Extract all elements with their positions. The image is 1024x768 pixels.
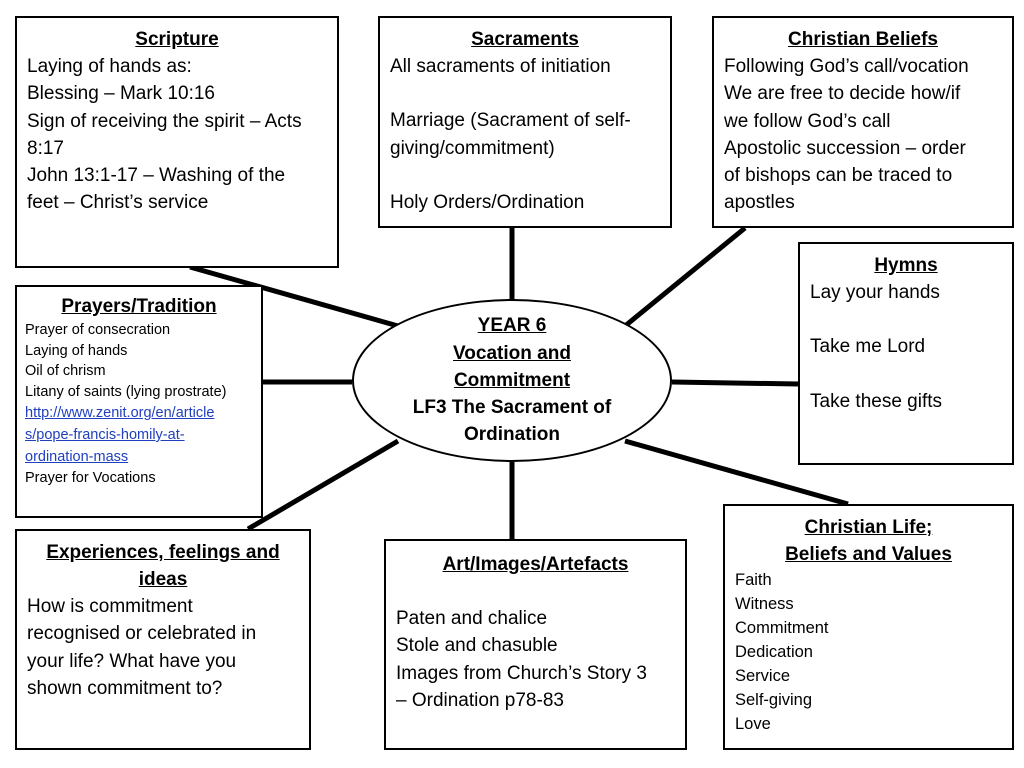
experiences-heading-line: ideas — [138, 569, 188, 590]
center-topic-ellipse: YEAR 6 Vocation and Commitment LF3 The S… — [352, 299, 672, 462]
experiences-line: recognised or celebrated in — [27, 623, 257, 645]
sacraments-line: Holy Orders/Ordination — [390, 191, 585, 213]
art-line: Stole and chasuble — [396, 635, 558, 657]
scripture-line: John 13:1-17 – Washing of the — [27, 165, 286, 187]
connector-experiences — [246, 438, 400, 532]
christian-beliefs-heading: Christian Beliefs — [788, 29, 938, 50]
value-item: Witness — [735, 595, 794, 613]
art-line: – Ordination p78-83 — [396, 689, 564, 711]
prayers-tradition-heading: Prayers/Tradition — [61, 296, 217, 317]
sacraments-heading: Sacraments — [471, 29, 579, 50]
christian-beliefs-line: we follow God’s call — [724, 110, 891, 132]
christian-life-values: Faith Witness Commitment Dedication Serv… — [735, 568, 1002, 736]
scripture-body: Laying of hands as: Blessing – Mark 10:1… — [27, 53, 327, 217]
hymns-heading: Hymns — [874, 255, 938, 276]
scripture-box: Scripture Laying of hands as: Blessing –… — [15, 16, 339, 268]
hymn-item: Take these gifts — [810, 390, 943, 412]
value-item: Dedication — [735, 643, 813, 661]
prayers-tradition-box: Prayers/Tradition Prayer of consecration… — [15, 285, 263, 518]
christian-life-heading-line: Beliefs and Values — [785, 544, 952, 565]
link-line[interactable]: http://www.zenit.org/en/article — [25, 405, 215, 421]
hymn-item: Take me Lord — [810, 336, 926, 358]
sacraments-line: giving/commitment) — [390, 137, 555, 159]
center-title-line: Vocation and — [453, 342, 571, 364]
scripture-line: Sign of receiving the spirit – Acts — [27, 110, 302, 132]
christian-beliefs-line: of bishops can be traced to — [724, 165, 953, 187]
experiences-line: shown commitment to? — [27, 677, 223, 699]
hymn-item: Lay your hands — [810, 282, 940, 303]
prayers-line: Prayer for Vocations — [25, 470, 156, 486]
prayers-line: Litany of saints (lying prostrate) — [25, 383, 227, 400]
value-item: Faith — [735, 571, 772, 589]
experiences-heading-line: Experiences, feelings and — [46, 542, 280, 563]
center-subtitle-line: LF3 The Sacrament of — [412, 397, 612, 419]
art-images-artefacts-heading: Art/Images/Artefacts — [442, 554, 629, 575]
connector-beliefs — [623, 226, 747, 328]
scripture-line: 8:17 — [27, 137, 64, 159]
christian-life-box: Christian Life; Beliefs and Values Faith… — [723, 504, 1014, 750]
hymns-box: Hymns Lay your hands Take me Lord Take t… — [798, 242, 1014, 465]
scripture-line: Laying of hands as: — [27, 56, 192, 77]
value-item: Self-giving — [735, 691, 813, 709]
christian-life-heading: Christian Life; Beliefs and Values — [735, 514, 1002, 568]
connector-scripture — [189, 264, 399, 329]
center-year-label: YEAR 6 — [477, 315, 547, 337]
experiences-line: How is commitment — [27, 596, 193, 617]
sacraments-body: All sacraments of initiation Marriage (S… — [390, 53, 660, 216]
sacraments-box: Sacraments All sacraments of initiation … — [378, 16, 672, 228]
christian-beliefs-line: We are free to decide how/if — [724, 83, 961, 105]
experiences-body: How is commitment recognised or celebrat… — [27, 593, 299, 702]
art-body: Paten and chalice Stole and chasuble Ima… — [396, 578, 675, 714]
experiences-box: Experiences, feelings and ideas How is c… — [15, 529, 311, 750]
scripture-line: Blessing – Mark 10:16 — [27, 83, 215, 105]
art-images-artefacts-box: Art/Images/Artefacts Paten and chalice S… — [384, 539, 687, 750]
prayers-tradition-body: Prayer of consecration Laying of hands O… — [25, 320, 253, 402]
link-line[interactable]: s/pope-francis-homily-at- — [25, 427, 185, 443]
experiences-line: your life? What have you — [27, 650, 237, 672]
art-line: Images from Church’s Story 3 — [396, 662, 647, 684]
christian-beliefs-line: Following God’s call/vocation — [724, 56, 969, 77]
prayers-line: Oil of chrism — [25, 363, 106, 379]
experiences-heading: Experiences, feelings and ideas — [27, 539, 299, 593]
center-subtitle-line: Ordination — [463, 424, 561, 446]
center-title-line: Commitment — [453, 369, 571, 391]
value-item: Love — [735, 715, 771, 733]
link-line[interactable]: ordination-mass — [25, 449, 129, 465]
zenit-homily-link[interactable]: http://www.zenit.org/en/article s/pope-f… — [25, 402, 253, 468]
prayers-line: Laying of hands — [25, 342, 128, 359]
christian-beliefs-body: Following God’s call/vocation We are fre… — [724, 53, 1002, 217]
value-item: Service — [735, 667, 791, 685]
value-item: Commitment — [735, 619, 829, 637]
christian-life-heading-line: Christian Life; — [804, 517, 933, 538]
scripture-line: feet – Christ’s service — [27, 192, 209, 214]
christian-beliefs-line: apostles — [724, 192, 795, 214]
prayers-line: Prayer of consecration — [25, 322, 171, 338]
connector-hymns — [671, 379, 799, 387]
sacraments-line: Marriage (Sacrament of self- — [390, 110, 631, 132]
christian-beliefs-line: Apostolic succession – order — [724, 137, 966, 159]
sacraments-line: All sacraments of initiation — [390, 56, 611, 77]
christian-beliefs-box: Christian Beliefs Following God’s call/v… — [712, 16, 1014, 228]
scripture-heading: Scripture — [135, 29, 219, 50]
art-line: Paten and chalice — [396, 608, 548, 629]
connector-life — [624, 438, 849, 507]
hymns-body: Lay your hands Take me Lord Take these g… — [810, 279, 1002, 415]
